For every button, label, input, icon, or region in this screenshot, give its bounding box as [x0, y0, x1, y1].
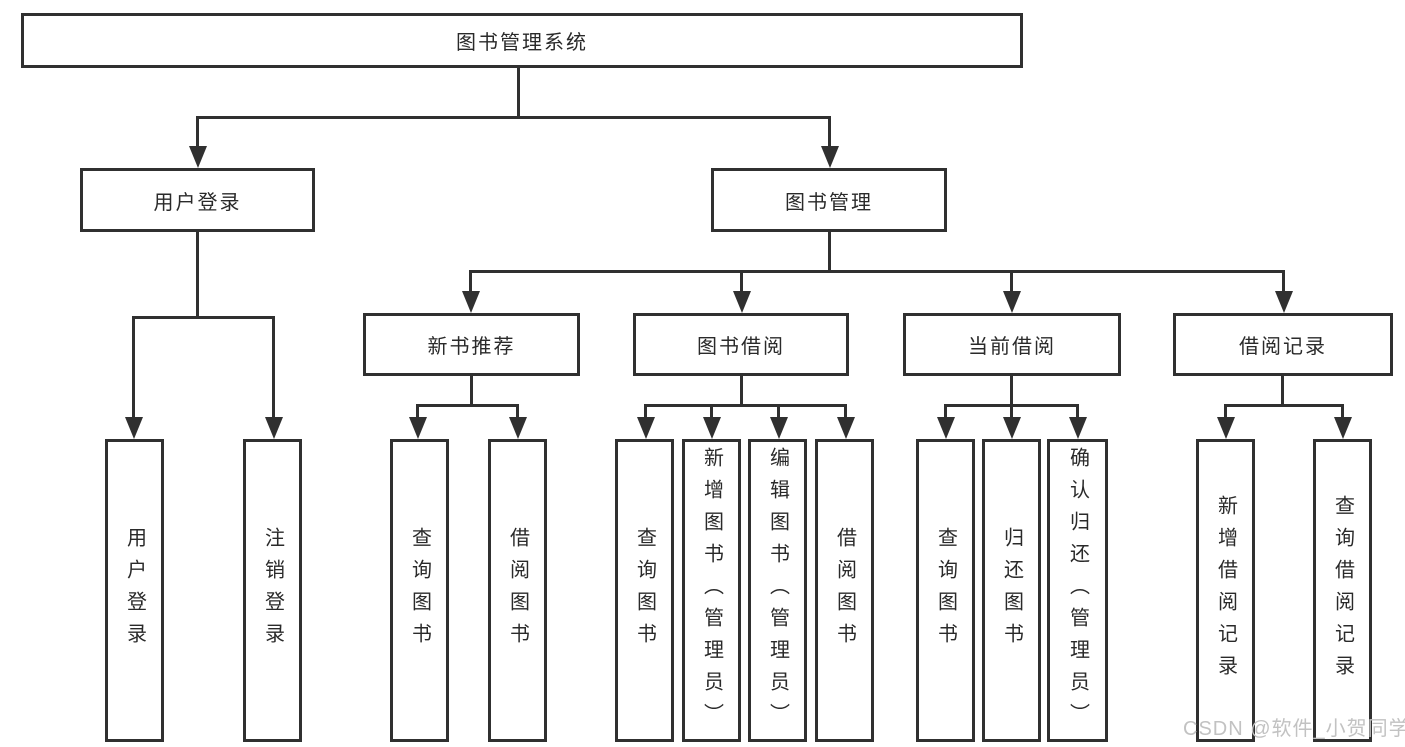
- connector-line: [1341, 404, 1344, 420]
- arrow-down-icon: [836, 417, 855, 439]
- connector-line: [844, 404, 847, 420]
- connector-line: [196, 116, 199, 150]
- leaf-add-borrow-record: 新增借阅记录: [1196, 439, 1255, 742]
- arrow-down-icon: [1068, 417, 1087, 439]
- connector-line: [416, 404, 419, 420]
- leaf-query-books: 查询图书: [390, 439, 449, 742]
- arrow-down-icon: [732, 291, 751, 313]
- connector-line: [1224, 404, 1227, 420]
- connector-line: [710, 404, 713, 420]
- arrow-down-icon: [408, 417, 427, 439]
- arrow-down-icon: [188, 146, 207, 168]
- node-current-borrow: 当前借阅: [903, 313, 1121, 376]
- connector-line: [516, 404, 519, 420]
- arrow-down-icon: [936, 417, 955, 439]
- node-library-management-system: 图书管理系统: [21, 13, 1023, 68]
- leaf-query-books: 查询图书: [615, 439, 674, 742]
- node-book-management: 图书管理: [711, 168, 947, 232]
- connector-line: [740, 270, 743, 294]
- leaf-edit-books-admin: 编辑图书（管理员）: [748, 439, 807, 742]
- arrow-down-icon: [702, 417, 721, 439]
- node-user-login: 用户登录: [80, 168, 315, 232]
- connector-line: [1010, 376, 1013, 406]
- arrow-down-icon: [1216, 417, 1235, 439]
- arrow-down-icon: [636, 417, 655, 439]
- connector-line: [644, 404, 647, 420]
- arrow-down-icon: [264, 417, 283, 439]
- connector-line: [740, 376, 743, 406]
- arrow-down-icon: [1002, 291, 1021, 313]
- connector-line: [517, 68, 520, 117]
- leaf-user-login: 用户登录: [105, 439, 164, 742]
- connector-line: [644, 404, 847, 407]
- connector-line: [132, 316, 135, 420]
- connector-line: [828, 116, 831, 150]
- connector-line: [944, 404, 947, 420]
- arrow-down-icon: [461, 291, 480, 313]
- leaf-return-books: 归还图书: [982, 439, 1041, 742]
- connector-line: [1010, 270, 1013, 294]
- arrow-down-icon: [508, 417, 527, 439]
- arrow-down-icon: [1274, 291, 1293, 313]
- connector-line: [196, 116, 831, 119]
- connector-line: [828, 232, 831, 273]
- connector-line: [1076, 404, 1079, 420]
- connector-line: [1282, 270, 1285, 294]
- connector-line: [469, 270, 1285, 273]
- node-new-book-recommend: 新书推荐: [363, 313, 580, 376]
- leaf-logout: 注销登录: [243, 439, 302, 742]
- leaf-query-books: 查询图书: [916, 439, 975, 742]
- connector-line: [469, 270, 472, 294]
- leaf-confirm-return-admin: 确认归还（管理员）: [1047, 439, 1108, 742]
- arrow-down-icon: [124, 417, 143, 439]
- connector-line: [1281, 376, 1284, 406]
- leaf-add-books-admin: 新增图书（管理员）: [682, 439, 741, 742]
- connector-line: [470, 376, 473, 406]
- node-book-borrow: 图书借阅: [633, 313, 849, 376]
- node-borrow-records: 借阅记录: [1173, 313, 1393, 376]
- csdn-watermark: CSDN @软件_小贺同学: [1183, 718, 1405, 740]
- arrow-down-icon: [1002, 417, 1021, 439]
- connector-line: [196, 232, 199, 319]
- connector-line: [272, 316, 275, 420]
- connector-line: [1224, 404, 1344, 407]
- connector-line: [1010, 404, 1013, 420]
- connector-line: [132, 316, 275, 319]
- leaf-query-borrow-record: 查询借阅记录: [1313, 439, 1372, 742]
- leaf-borrow-books: 借阅图书: [488, 439, 547, 742]
- arrow-down-icon: [769, 417, 788, 439]
- arrow-down-icon: [1333, 417, 1352, 439]
- connector-line: [777, 404, 780, 420]
- connector-line: [416, 404, 519, 407]
- leaf-borrow-books: 借阅图书: [815, 439, 874, 742]
- arrow-down-icon: [820, 146, 839, 168]
